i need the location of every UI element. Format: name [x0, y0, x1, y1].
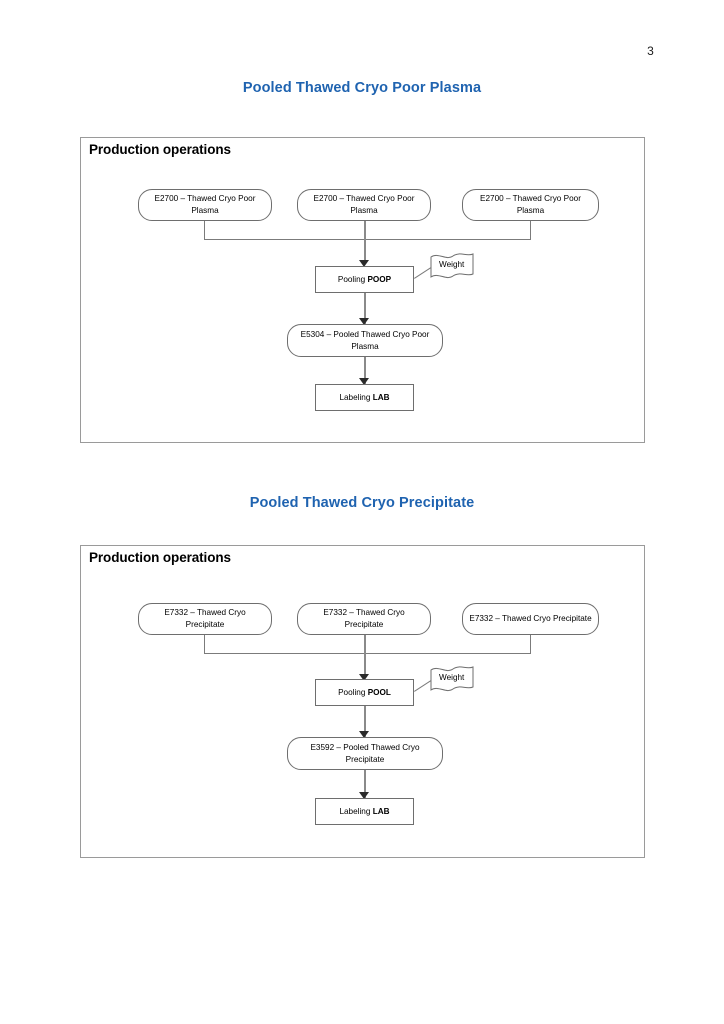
- annotation-weight-1-label: Weight: [439, 260, 465, 269]
- frame-label-production-operations-2: Production operations: [89, 550, 231, 565]
- frame-label-production-operations-1: Production operations: [89, 142, 231, 157]
- arrowhead-to-pooling-2: [359, 674, 369, 681]
- page-title-pooled-thawed-cryo-poor-plasma: Pooled Thawed Cryo Poor Plasma: [242, 80, 482, 96]
- node-source-3[interactable]: E2700 – Thawed Cryo Poor Plasma: [462, 189, 599, 221]
- arrowhead-to-pooling: [359, 260, 369, 267]
- node-source-4-label: E7332 – Thawed Cryo Precipitate: [164, 608, 246, 629]
- annotation-weight-2: Weight: [430, 665, 474, 693]
- arrowhead-to-labeling-2: [359, 792, 369, 799]
- node-product-2[interactable]: E3592 – Pooled Thawed Cryo Precipitate: [287, 737, 443, 770]
- connector-product-to-labeling-2: [364, 770, 366, 798]
- connector-source-4-drop: [204, 635, 205, 653]
- connector-source-3-drop: [530, 221, 531, 239]
- node-labeling-2[interactable]: Labeling LAB: [315, 798, 414, 825]
- node-product-2-label: E3592 – Pooled Thawed Cryo Precipitate: [310, 742, 420, 764]
- connector-product-to-labeling: [364, 357, 366, 385]
- node-source-5-label: E7332 – Thawed Cryo Precipitate: [323, 608, 405, 629]
- node-product[interactable]: E5304 – Pooled Thawed Cryo Poor Plasma: [287, 324, 443, 357]
- node-source-2[interactable]: E2700 – Thawed Cryo Poor Plasma: [297, 189, 431, 221]
- connector-pooling-to-product-2: [364, 706, 366, 738]
- node-source-3-label: E2700 – Thawed Cryo Poor Plasma: [480, 194, 581, 215]
- node-source-1-label: E2700 – Thawed Cryo Poor Plasma: [154, 194, 256, 215]
- node-labeling-2-label: Labeling LAB: [339, 806, 390, 816]
- connector-source-6-drop: [530, 635, 531, 653]
- node-source-5[interactable]: E7332 – Thawed Cryo Precipitate: [297, 603, 431, 635]
- node-labeling-label: Labeling LAB: [339, 392, 390, 402]
- connector-pooling-to-product: [364, 293, 366, 325]
- node-source-6[interactable]: E7332 – Thawed Cryo Precipitate: [462, 603, 599, 635]
- node-source-6-label: E7332 – Thawed Cryo Precipitate: [469, 614, 592, 624]
- node-source-2-label: E2700 – Thawed Cryo Poor Plasma: [313, 194, 415, 215]
- connector-merge-bar-2: [204, 653, 531, 654]
- page-title-pooled-thawed-cryo-precipitate: Pooled Thawed Cryo Precipitate: [249, 495, 475, 511]
- annotation-weight-1: Weight: [430, 252, 474, 280]
- annotation-weight-2-label: Weight: [439, 673, 465, 682]
- node-source-4[interactable]: E7332 – Thawed Cryo Precipitate: [138, 603, 272, 635]
- arrowhead-to-product-2: [359, 731, 369, 738]
- node-product-label: E5304 – Pooled Thawed Cryo Poor Plasma: [300, 329, 430, 351]
- arrowhead-to-product: [359, 318, 369, 325]
- connector-merge-to-pooling: [364, 221, 366, 263]
- node-source-1[interactable]: E2700 – Thawed Cryo Poor Plasma: [138, 189, 272, 221]
- connector-merge-to-pooling-2: [364, 635, 366, 677]
- node-pooling-2-label: Pooling POOL: [338, 687, 391, 697]
- connector-source-1-drop: [204, 221, 205, 239]
- connector-merge-bar: [204, 239, 531, 240]
- node-pooling-2[interactable]: Pooling POOL: [315, 679, 414, 706]
- node-pooling[interactable]: Pooling POOP: [315, 266, 414, 293]
- arrowhead-to-labeling: [359, 378, 369, 385]
- node-pooling-label: Pooling POOP: [337, 274, 392, 284]
- node-labeling[interactable]: Labeling LAB: [315, 384, 414, 411]
- page-number: 3: [647, 44, 654, 58]
